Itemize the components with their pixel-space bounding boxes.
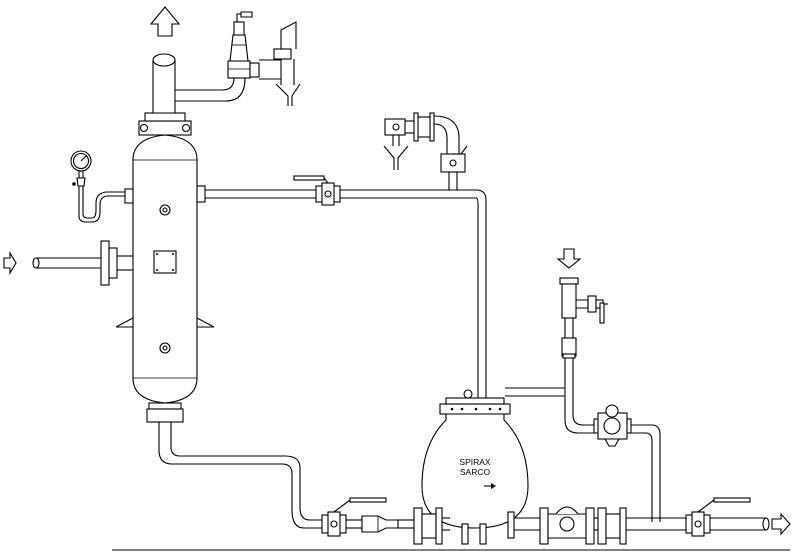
steam-inlet-arrow-icon <box>556 248 582 269</box>
flow-direction-arrow-icon <box>484 483 496 489</box>
vent-outlet-arrow-icon <box>149 6 181 37</box>
air-vent-assembly <box>383 112 468 190</box>
steam-trap <box>593 404 632 447</box>
inlet-isolation-valve <box>321 497 387 537</box>
bottom-pipeline <box>112 517 790 551</box>
receiver-label-line1: SPIRAX <box>459 457 491 467</box>
receiver-label-line2: SARCO <box>460 467 491 477</box>
inlet-pipe <box>32 240 133 286</box>
inlet-check-valve <box>361 515 399 533</box>
steam-strainer-valve <box>559 277 608 359</box>
pressure-gauge <box>70 150 125 223</box>
vessel-drain-line <box>158 422 322 529</box>
inlet-flange <box>413 507 515 545</box>
balance-line <box>205 189 487 398</box>
outlet-isolation-valve <box>685 497 751 537</box>
motive-line <box>505 387 565 397</box>
inlet-arrow-icon <box>3 251 17 275</box>
steam-inlet-line <box>564 280 661 522</box>
flash-vessel <box>115 112 215 423</box>
outlet-check-valve <box>539 506 595 545</box>
pump-receiver: SPIRAX SARCO <box>421 389 529 529</box>
outlet-flange <box>597 507 627 545</box>
outlet-arrow-icon <box>771 512 791 536</box>
safety-valve <box>227 11 301 106</box>
balance-line-valve <box>293 175 341 206</box>
vent-pipe <box>152 53 246 114</box>
